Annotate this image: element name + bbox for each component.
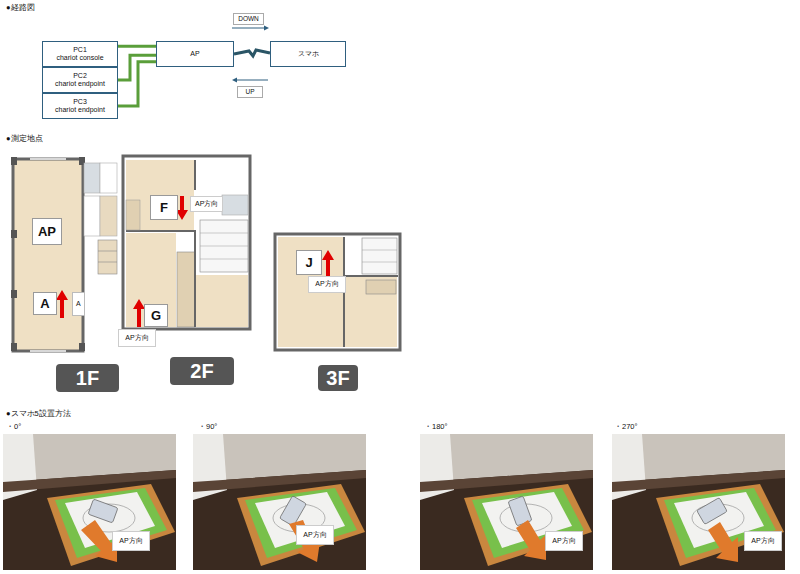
node-text: 1F (76, 366, 99, 390)
node-text: AP方向 (303, 531, 326, 539)
direction-tag: AP方向 (112, 531, 150, 551)
floor-badge: 2F (170, 357, 234, 385)
direction-box: DOWN (233, 13, 264, 25)
node-text: UP (245, 88, 254, 96)
section-label: ●測定地点 (6, 134, 43, 143)
node-text: AP方向 (552, 537, 575, 545)
node-text: A (40, 296, 49, 312)
node-text: AP (38, 224, 56, 240)
direction-tag: AP方向 (190, 196, 223, 212)
node-text: chariot console (56, 54, 103, 62)
section-label: ・90° (198, 422, 217, 431)
section-label: ●スマホ5設置方法 (6, 409, 71, 418)
point-marker: J (296, 250, 322, 275)
direction-tag: AP方向 (744, 531, 782, 551)
node-text: A (76, 300, 81, 308)
node-text: DOWN (238, 15, 259, 23)
node-text: 2F (190, 359, 213, 383)
node-text: PC3 (73, 98, 87, 106)
direction-tag: AP方向 (308, 276, 346, 293)
section-label: ・0° (6, 422, 21, 431)
section-label: ●経路図 (6, 3, 35, 12)
node-text: 3F (326, 366, 349, 390)
floor-badge: 1F (56, 364, 119, 392)
node-text: AP方向 (119, 537, 142, 545)
node-text: chariot endpoint (55, 106, 105, 114)
node-text: AP方向 (751, 537, 774, 545)
node-text: AP方向 (195, 200, 218, 208)
section-label: ・270° (614, 422, 638, 431)
direction-tag: AP方向 (545, 531, 583, 551)
node-text: AP方向 (125, 334, 148, 342)
link-line (118, 45, 156, 48)
point-marker: F (150, 195, 178, 220)
point-marker: A (33, 292, 57, 315)
phone-box: スマホ (270, 41, 346, 67)
pc-box: PC2chariot endpoint (42, 67, 118, 93)
ap-box: AP (156, 41, 234, 67)
node-text: スマホ (298, 50, 319, 58)
node-text: PC2 (73, 72, 87, 80)
node-text: J (305, 255, 312, 271)
pc-box: PC3chariot endpoint (42, 93, 118, 119)
node-text: G (151, 308, 161, 324)
point-marker: G (144, 304, 168, 327)
node-text: PC1 (73, 46, 87, 54)
point-tag: A (72, 292, 85, 316)
pc-box: PC1chariot console (42, 41, 118, 67)
link-line (118, 62, 156, 106)
direction-box: UP (237, 86, 263, 98)
point-marker: AP (32, 218, 62, 245)
direction-tag: AP方向 (118, 329, 156, 347)
direction-tag: AP方向 (296, 525, 334, 545)
section-label: ・180° (424, 422, 448, 431)
node-text: F (160, 200, 168, 216)
node-text: AP (190, 50, 199, 58)
node-text: AP方向 (315, 280, 338, 288)
node-text: chariot endpoint (55, 80, 105, 88)
floor-badge: 3F (318, 365, 358, 391)
link-line (234, 50, 270, 56)
